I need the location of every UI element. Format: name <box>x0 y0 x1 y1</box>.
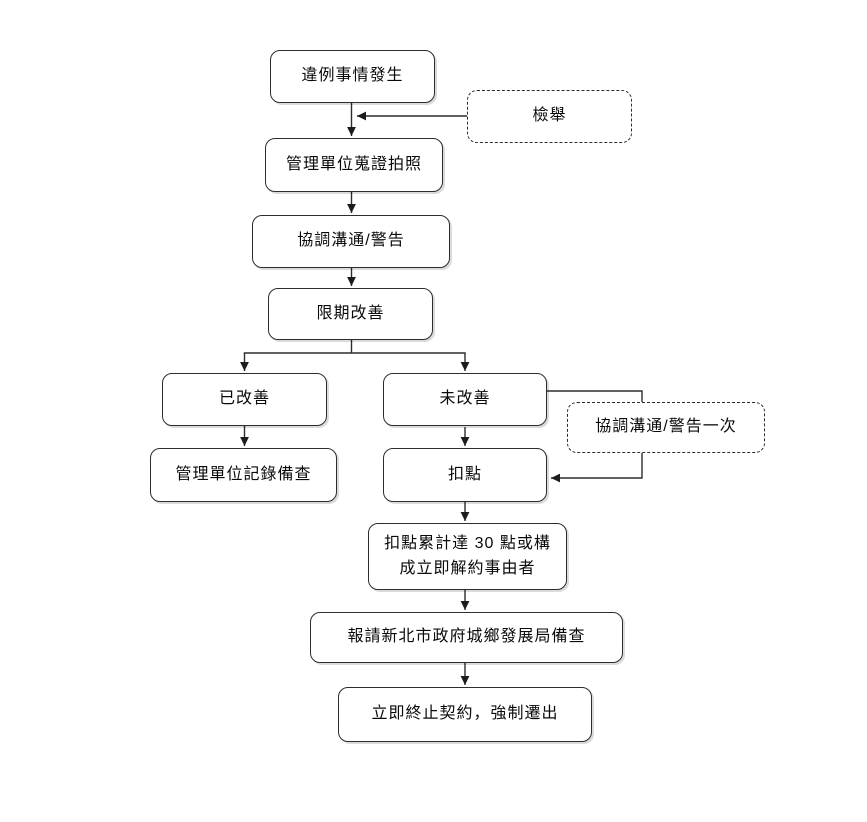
node-violation-occurs: 違例事情發生 <box>270 50 435 103</box>
node-terminate-contract: 立即終止契約，強制遷出 <box>338 687 592 742</box>
node-points-threshold: 扣點累計達 30 點或構 成立即解約事由者 <box>368 523 567 590</box>
node-improved: 已改善 <box>162 373 327 426</box>
node-record-for-reference: 管理單位記錄備查 <box>150 448 337 502</box>
node-point-deduction: 扣點 <box>383 448 547 502</box>
node-deadline-improvement: 限期改善 <box>268 288 433 340</box>
node-communication-warning: 協調溝通/警告 <box>252 215 450 268</box>
node-report-complaint: 檢舉 <box>467 90 632 143</box>
node-not-improved: 未改善 <box>383 373 547 426</box>
node-warn-once: 協調溝通/警告一次 <box>567 402 765 453</box>
node-evidence-photo: 管理單位蒐證拍照 <box>265 138 443 192</box>
node-report-to-bureau: 報請新北市政府城鄉發展局備查 <box>310 612 623 663</box>
